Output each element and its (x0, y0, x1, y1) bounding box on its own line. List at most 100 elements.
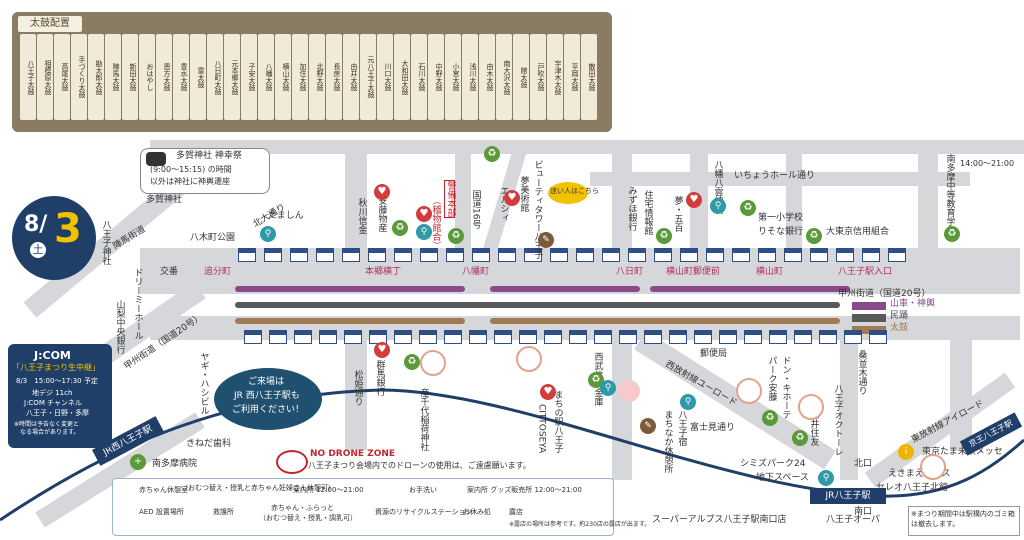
goods-icon: ✎ (640, 418, 656, 434)
taiko-cell: 陣馬太鼓 (105, 34, 121, 120)
date-day: 3 (54, 206, 82, 252)
landmark-yume-gohyaku: 夢・五百 (672, 196, 683, 232)
stall-marker (419, 330, 437, 344)
taiko-cell: 浅川太鼓 (462, 34, 478, 120)
stall-marker (644, 330, 662, 344)
stall-marker (498, 248, 516, 262)
stall-marker (819, 330, 837, 344)
lost-child-text: 迷い人はこちら (550, 187, 599, 195)
stall-marker (569, 330, 587, 344)
taiko-cell: 高尾太鼓 (54, 34, 70, 120)
legend-rest: お休み処 (463, 508, 491, 516)
landmark-chika: 地下スペース (756, 473, 809, 483)
stall-marker (316, 248, 334, 262)
legend-yamasha-swatch (852, 302, 886, 310)
recycle-icon: ♻ (656, 228, 672, 244)
landmark-time-0421: 14:00〜21:00 (960, 159, 1015, 168)
taiko-cell: 中野太鼓 (428, 34, 444, 120)
taiko-cell: 手づくり太鼓 (71, 34, 87, 120)
landmark-mizuho: みずほ銀行 (626, 186, 637, 231)
taiko-panel-title: 太鼓配置 (18, 16, 82, 32)
aed-icon: ♥ (374, 184, 390, 200)
stall-marker (469, 330, 487, 344)
stall-marker (269, 330, 287, 344)
taiko-cell: 由井太鼓 (343, 34, 359, 120)
block-hongo: 本郷横丁 (365, 267, 402, 277)
recycle-icon: ♻ (806, 228, 822, 244)
station-hachiouji: JR八王子駅 (810, 488, 886, 504)
legend-toilet: お手洗い (409, 486, 437, 494)
jinba-road (23, 177, 187, 318)
landmark-gunma: 群馬銀行 (374, 360, 385, 396)
landmark-park: パーク安藤 (766, 356, 777, 401)
landmark-opa: 八王子オーパ (826, 515, 880, 525)
street-fujimi: 富士見通り (690, 423, 736, 433)
baby-room-icon (618, 380, 640, 402)
stall-marker (844, 330, 862, 344)
road-v9 (840, 330, 858, 480)
landmark-kinoko: 八王子宿 (676, 410, 687, 446)
landmark-donki: ドン・キホーテ (780, 356, 791, 419)
taiko-cell: 豊水太鼓 (173, 34, 189, 120)
landmark-tokyo-shinkumi: 大東京信用組合 (826, 227, 890, 237)
lost-child-bubble (548, 182, 588, 204)
legend-taiko-label: 太鼓 (890, 323, 909, 333)
stall-marker (810, 248, 828, 262)
landmark-yume: 夢美術館 (518, 176, 529, 212)
landmark-minamiguchi: 南口 (854, 507, 873, 517)
stall-marker (602, 248, 620, 262)
road-diag2 (35, 412, 205, 528)
stall-marker (544, 330, 562, 344)
stall-marker (576, 248, 594, 262)
landmark-sannashi: 山梨中央銀行 (114, 300, 125, 354)
stall-marker (794, 330, 812, 344)
stall-marker (744, 330, 762, 344)
info-icon: i (898, 444, 914, 460)
road-ichoukan (590, 172, 970, 186)
jcom-area: 八王子・日野・多摩 (26, 409, 89, 417)
stall-marker (862, 248, 880, 262)
train-notice-bubble (214, 368, 322, 430)
street-matsumi: 松姫通り (352, 370, 363, 406)
stall-marker (680, 248, 698, 262)
taiko-cell: 北野太鼓 (309, 34, 325, 120)
legend-baby2: 赤ちゃん・ふらっと (271, 504, 334, 512)
shrine-info-title: 多賀神社 神幸祭 (176, 151, 242, 161)
legend-minyo-label: 民踊 (890, 311, 909, 321)
landmark-supermarket: スーパーアルプス八王子駅南口店 (652, 515, 787, 525)
stall-marker (494, 330, 512, 344)
street-koshu-right: 甲州街道（国道20号） (838, 289, 931, 299)
taiko-cell: 勘太郎太鼓 (88, 34, 104, 120)
drone-title: NO DRONE ZONE (310, 449, 396, 459)
block-yoka: 八日町 (616, 267, 644, 277)
taiko-cell: 雷太鼓 (190, 34, 206, 120)
stall-marker (344, 330, 362, 344)
toilet-icon: ⚲ (818, 470, 834, 486)
mascot-icon (798, 394, 824, 420)
landmark-hachiouji-shrine: 八王子神社 (100, 220, 111, 265)
higashi-hoshasen (864, 372, 1016, 488)
landmark-daiichi: 第一小学校 (758, 213, 804, 223)
stall-marker (550, 248, 568, 262)
taiko-cell: 平岡太鼓 (564, 34, 580, 120)
train-notice-line2: JR 西八王子駅も (234, 391, 300, 401)
landmark-mitsui: 三井住友 (808, 410, 819, 446)
legend-yamasha-label: 山車・神輿 (890, 299, 936, 309)
jcom-title: J:COM (34, 349, 71, 362)
toilet-icon: ⚲ (260, 226, 276, 242)
date-badge (12, 196, 96, 280)
taiko-cell: 八日町太鼓 (207, 34, 223, 120)
landmark-resona: りそな銀行 (758, 227, 804, 237)
drone-text: 八王子まつり会場内でのドローンの使用は、ご遠慮願います。 (308, 461, 531, 470)
stall-marker (784, 248, 802, 262)
legend-goods: 案内所 グッズ販売所 12:00〜21:00 (467, 486, 582, 494)
shrine-info-note: 以外は神社に神輿遷座 (150, 177, 230, 186)
stall-marker (446, 248, 464, 262)
route-minyo (235, 302, 840, 308)
taiko-cell: 新田太鼓 (122, 34, 138, 120)
taiko-cell: 元本郷太鼓 (224, 34, 240, 120)
jcom-subtitle: 「八王子まつり生中継」 (12, 363, 100, 372)
jcom-box (8, 344, 112, 448)
stall-marker (619, 330, 637, 344)
block-yokoyama-post: 横山町郵便前 (666, 267, 721, 277)
